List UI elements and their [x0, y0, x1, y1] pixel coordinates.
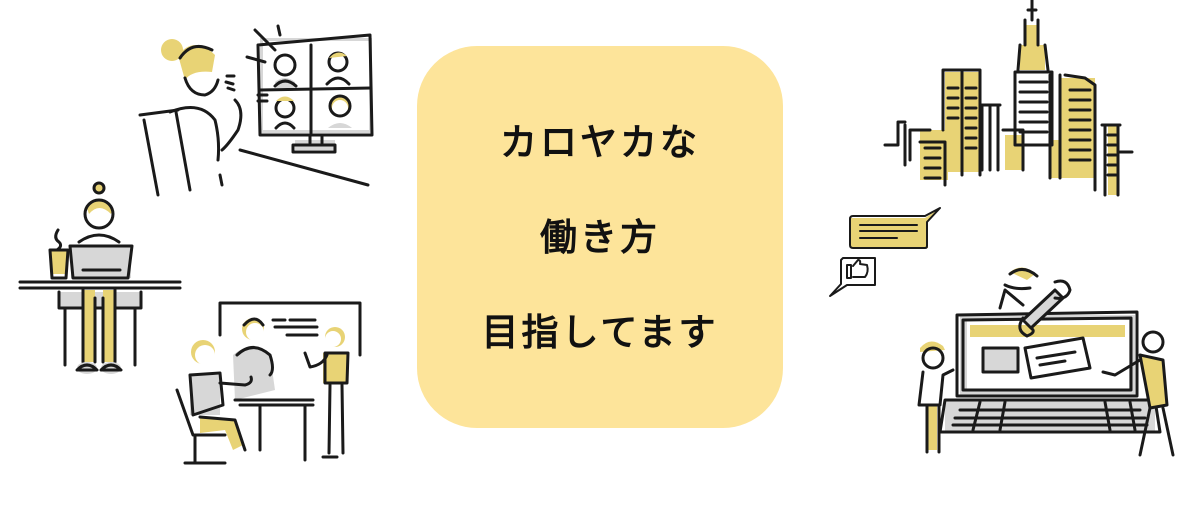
headline-line-3: 目指してます: [481, 310, 719, 354]
headline-line-2: 働き方: [540, 215, 660, 259]
city-skyline-illustration: [880, 0, 1140, 200]
remote-work-laptop-illustration: [15, 180, 185, 380]
team-meeting-whiteboard-illustration: [165, 295, 370, 475]
chat-bubbles-illustration: [825, 200, 945, 300]
video-conference-illustration: [130, 0, 380, 200]
headline-card: カロヤカな 働き方 目指してます: [417, 46, 783, 428]
headline-line-1: カロヤカな: [500, 120, 700, 164]
website-maintenance-illustration: [905, 260, 1180, 465]
